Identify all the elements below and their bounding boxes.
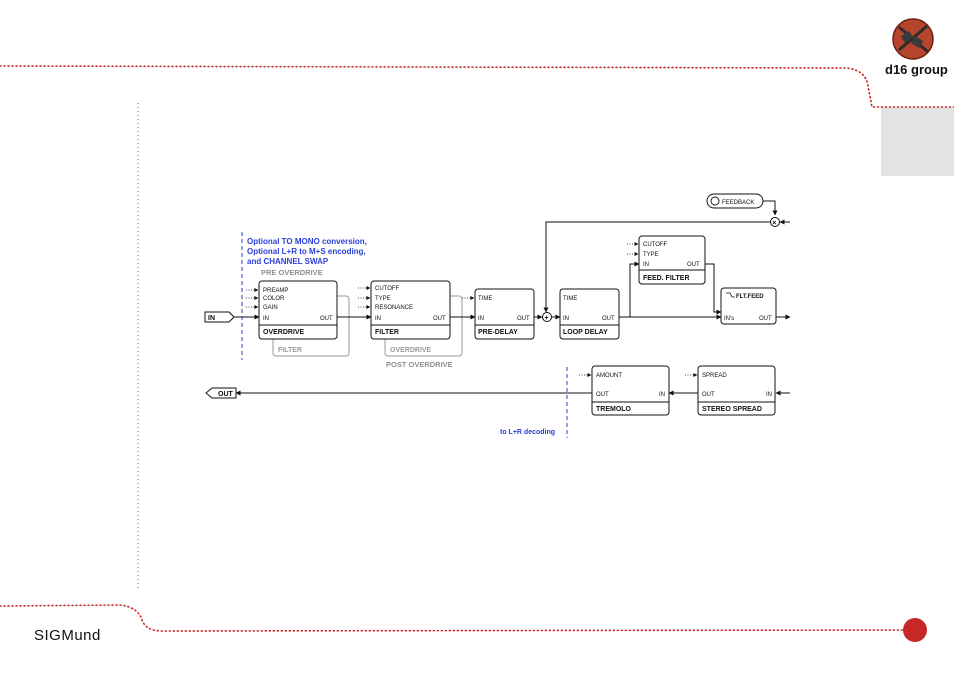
sum-node <box>542 312 552 322</box>
filter-out: OUT <box>433 316 446 322</box>
feedfilter-block <box>638 235 706 285</box>
multiply-node <box>770 217 780 227</box>
loopdelay-block <box>559 288 620 340</box>
note-line-1: Optional TO MONO conversion, <box>247 237 367 246</box>
filter-title: FILTER <box>375 329 399 336</box>
out-port-label: OUT <box>218 391 234 398</box>
overdrive-shadow-title: FILTER <box>278 347 302 354</box>
out-port: OUT <box>205 387 237 399</box>
switch-icon <box>726 292 735 298</box>
predelay-title: PRE-DELAY <box>478 329 518 336</box>
filter-param-resonance: RESONANCE <box>375 305 413 311</box>
sum-symbol: + <box>545 315 549 322</box>
feedfilter-title: FEED. FILTER <box>643 275 690 282</box>
company-logo-text: d16 group <box>885 62 948 77</box>
spread-block <box>697 365 776 416</box>
fltfeed-label: FLT.FEED <box>736 294 764 300</box>
tremolo-block <box>591 365 670 416</box>
post-overdrive-label: POST OVERDRIVE <box>386 360 453 369</box>
d16-logo-icon <box>892 18 934 60</box>
tremolo-title: TREMOLO <box>596 406 632 413</box>
filter-in: IN <box>375 316 381 322</box>
fltfeed-in: IN's <box>724 316 734 322</box>
loopdelay-out: OUT <box>602 316 615 322</box>
pre-overdrive-label: PRE OVERDRIVE <box>261 268 323 277</box>
overdrive-param-color: COLOR <box>263 296 285 302</box>
multiply-symbol: × <box>772 220 776 227</box>
spread-title: STEREO SPREAD <box>702 406 762 413</box>
product-brand: SIGMund <box>34 627 101 644</box>
loopdelay-param-time: TIME <box>563 296 577 302</box>
overdrive-in: IN <box>263 316 269 322</box>
spread-param: SPREAD <box>702 373 727 379</box>
spread-out: OUT <box>702 392 715 398</box>
tremolo-out: OUT <box>596 392 609 398</box>
feedfilter-param-type: TYPE <box>643 252 659 258</box>
in-port-label: IN <box>208 315 215 322</box>
loopdelay-title: LOOP DELAY <box>563 329 608 336</box>
predelay-param-time: TIME <box>478 296 492 302</box>
feedfilter-out: OUT <box>687 262 700 268</box>
tremolo-in: IN <box>659 392 665 398</box>
loopdelay-in: IN <box>563 316 569 322</box>
predelay-out: OUT <box>517 316 530 322</box>
page-frame <box>0 65 954 632</box>
note-line-3: and CHANNEL SWAP <box>247 257 329 266</box>
page-indicator-dot <box>903 618 927 642</box>
overdrive-title: OVERDRIVE <box>263 329 305 336</box>
in-port: IN <box>204 311 235 323</box>
spread-in: IN <box>766 392 772 398</box>
side-tab <box>881 107 954 176</box>
filter-param-type: TYPE <box>375 296 391 302</box>
filter-param-cutoff: CUTOFF <box>375 286 400 292</box>
overdrive-out: OUT <box>320 316 333 322</box>
predelay-block <box>474 288 535 340</box>
decoding-note: to L+R decoding <box>500 429 555 436</box>
tremolo-param: AMOUNT <box>596 373 622 379</box>
feedback-return-wire <box>543 221 775 313</box>
feedfilter-in: IN <box>643 262 649 268</box>
note-line-2: Optional L+R to M+S encoding, <box>247 247 366 256</box>
feedback-knob-icon <box>710 196 720 206</box>
overdrive-param-gain: GAIN <box>263 305 278 311</box>
feedfilter-param-cutoff: CUTOFF <box>643 242 668 248</box>
overdrive-param-preamp: PREAMP <box>263 288 288 294</box>
feedback-label: FEEDBACK <box>722 200 754 206</box>
fltfeed-out: OUT <box>759 316 772 322</box>
predelay-in: IN <box>478 316 484 322</box>
filter-shadow-title: OVERDRIVE <box>390 347 432 354</box>
